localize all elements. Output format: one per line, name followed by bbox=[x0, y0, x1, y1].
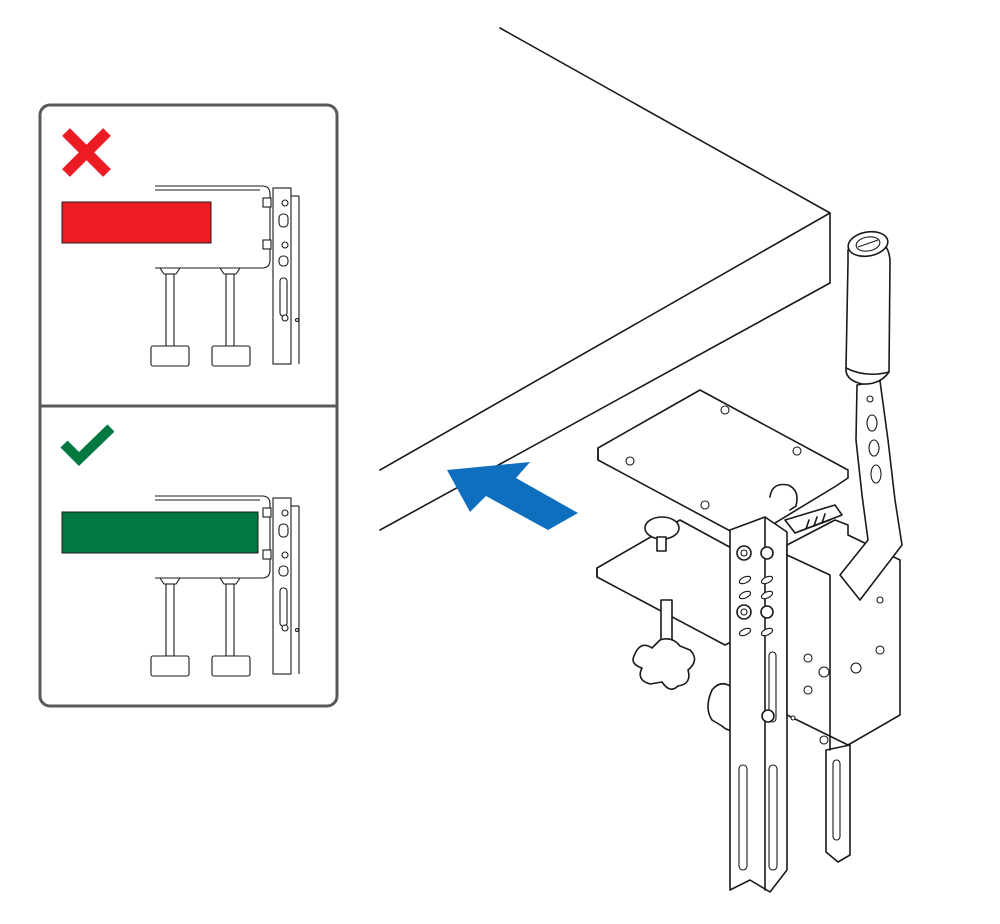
clamp-side-view-incorrect bbox=[150, 185, 300, 367]
desk-edge-incorrect bbox=[61, 201, 212, 244]
incorrect-section bbox=[61, 128, 300, 367]
correct-section bbox=[60, 424, 300, 677]
table-clamp-icon bbox=[596, 389, 901, 893]
check-icon bbox=[60, 424, 115, 467]
comparison-panel bbox=[38, 103, 339, 708]
clamp-side-view-correct bbox=[150, 495, 300, 677]
desk-corner bbox=[379, 27, 831, 531]
desk-edge-correct bbox=[61, 511, 259, 554]
insert-direction-arrow-icon bbox=[447, 462, 578, 530]
cross-icon bbox=[62, 128, 111, 177]
handbrake-lever-icon bbox=[839, 230, 903, 601]
